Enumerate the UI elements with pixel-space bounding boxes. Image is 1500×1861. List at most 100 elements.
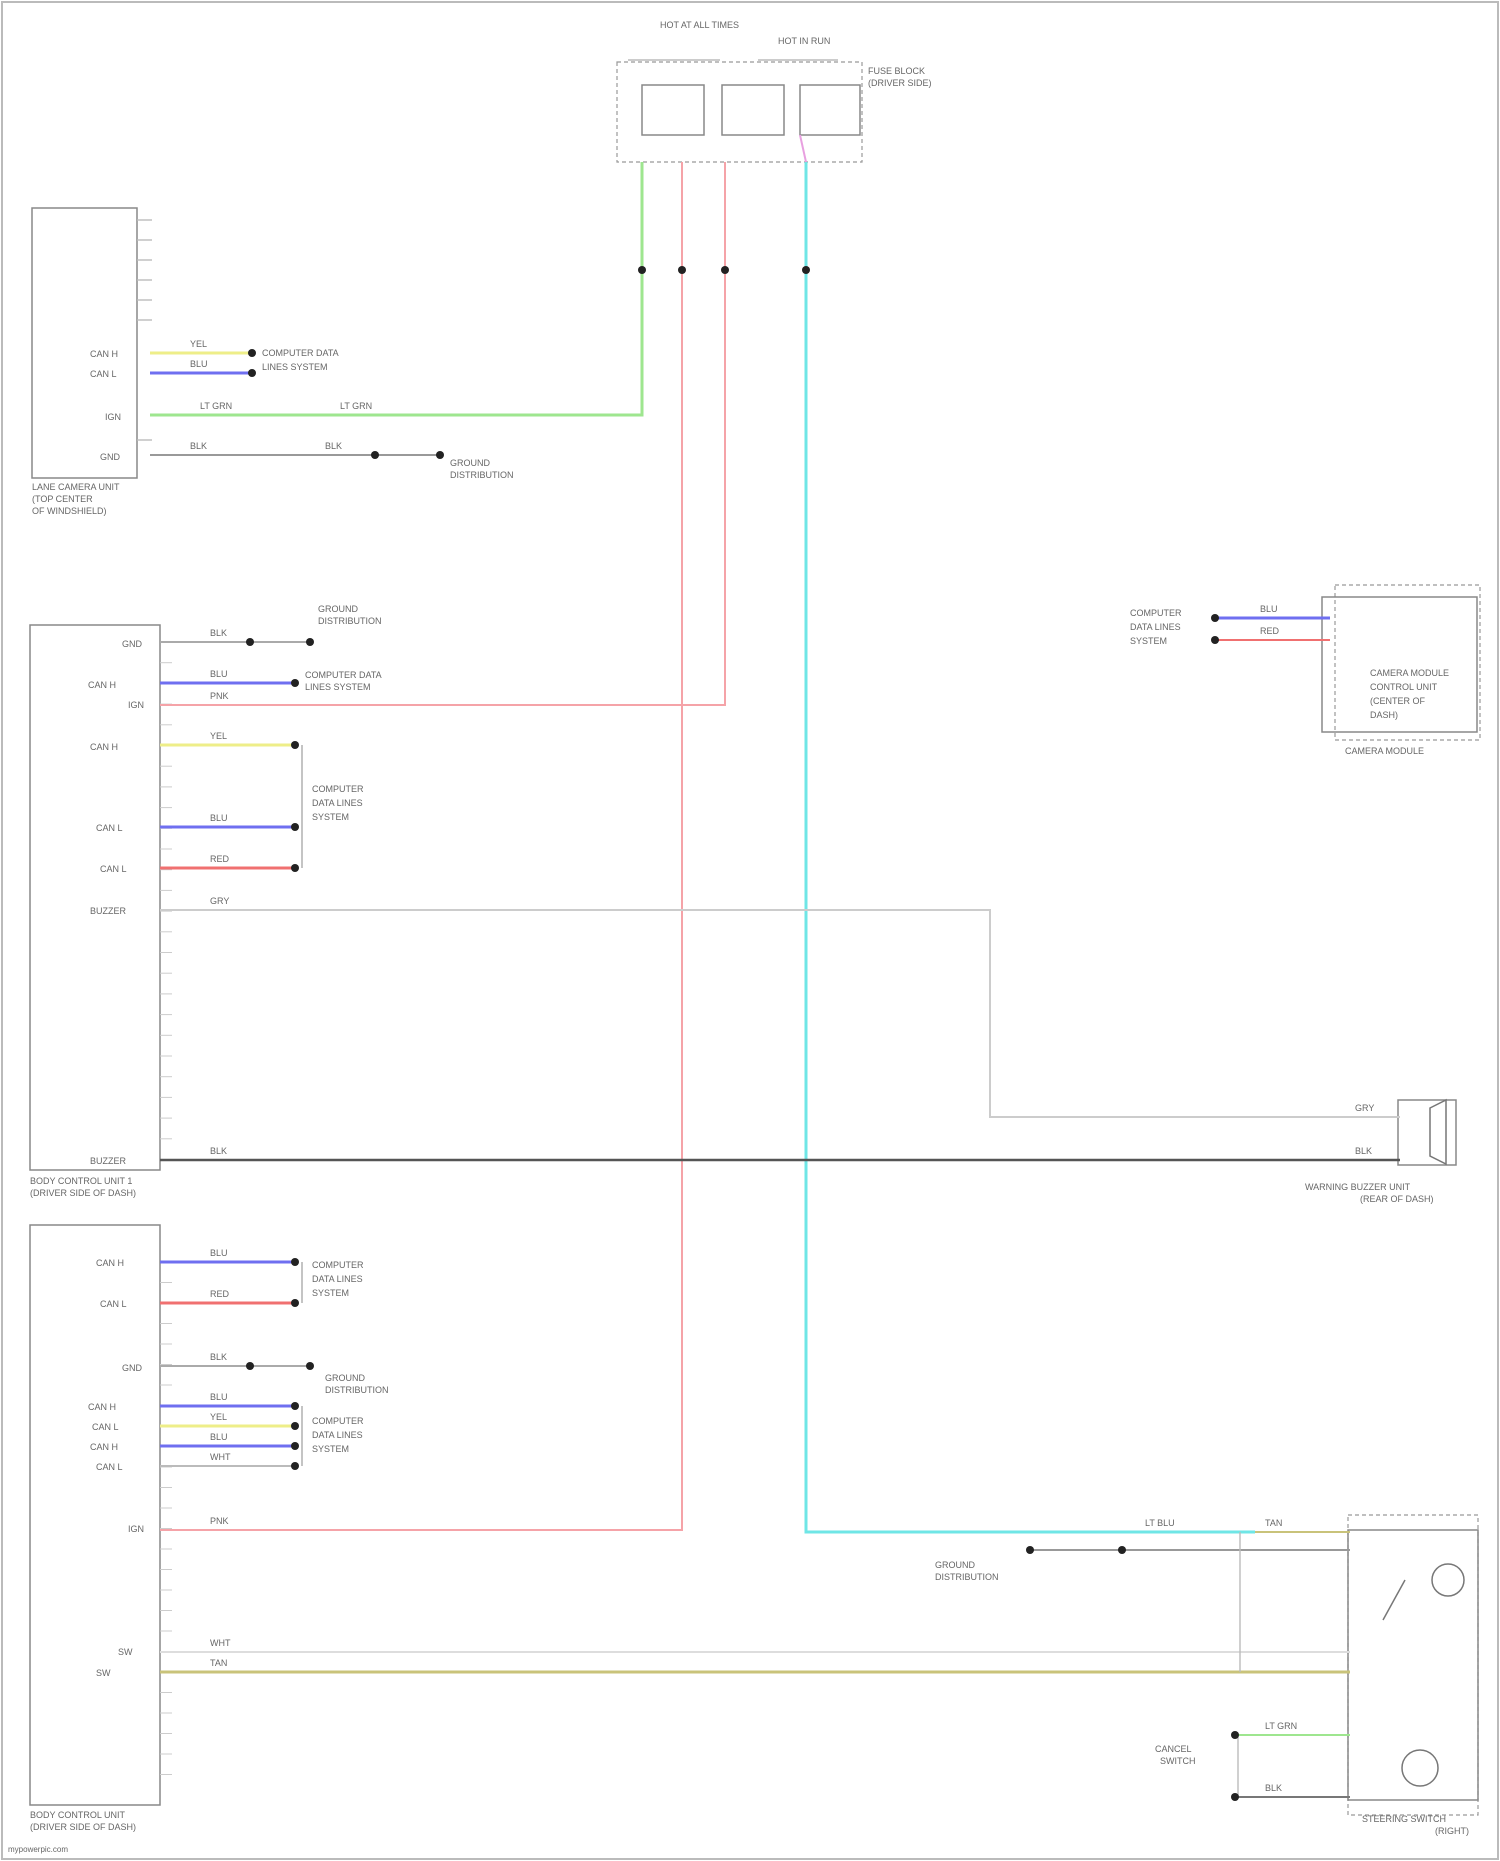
bcu2-pin-can-h3: CAN H xyxy=(90,1442,118,1452)
lane-camera-loc1: (TOP CENTER xyxy=(32,494,93,504)
fuse-block-title: HOT AT ALL TIMES xyxy=(660,20,739,30)
system-references: COMPUTER DATA LINES SYSTEM GROUND DISTRI… xyxy=(262,348,1196,1766)
wires xyxy=(150,135,1400,1797)
ref-can-4b: DATA LINES xyxy=(312,1274,363,1284)
sensor-icon xyxy=(1402,1750,1438,1786)
label-bcu2-blu3: BLU xyxy=(210,1432,228,1442)
ref-gnd-3b: DISTRIBUTION xyxy=(325,1385,389,1395)
switch-contact xyxy=(1383,1580,1405,1620)
buzzer-location: (REAR OF DASH) xyxy=(1360,1194,1434,1204)
label-ltgrn-2: LT GRN xyxy=(340,401,372,411)
label-ltgrn-steer: LT GRN xyxy=(1265,1721,1297,1731)
ref-can-6b: DATA LINES xyxy=(1130,622,1181,632)
fuse-block-location: (DRIVER SIDE) xyxy=(868,78,932,88)
ref-gnd-2a: GROUND xyxy=(318,604,358,614)
wire-cyan-steering xyxy=(806,162,1255,1532)
bcu2-location: (DRIVER SIDE OF DASH) xyxy=(30,1822,136,1832)
ref-gnd-1a: GROUND xyxy=(450,458,490,468)
wire-green-ign xyxy=(150,162,642,415)
bcu2-pin-ign: IGN xyxy=(128,1524,144,1534)
label-bcu1-blu: BLU xyxy=(210,669,228,679)
ref-cancel-b: SWITCH xyxy=(1160,1756,1196,1766)
label-bcu2-wht2: WHT xyxy=(210,1638,231,1648)
label-bcu2-blu2: BLU xyxy=(210,1392,228,1402)
camera-module-footer: CAMERA MODULE xyxy=(1345,746,1424,756)
lane-camera-unit: CAN H CAN L IGN GND LANE CAMERA UNIT (TO… xyxy=(32,208,152,516)
label-module-blu: BLU xyxy=(1260,604,1278,614)
wire-pink-bcu2 xyxy=(160,162,682,1530)
bcu1-pin-gnd: GND xyxy=(122,639,143,649)
switch-motor-icon xyxy=(1432,1564,1464,1596)
lane-camera-loc2: OF WINDSHIELD) xyxy=(32,506,107,516)
pin-ign: IGN xyxy=(105,412,121,422)
warning-buzzer: WARNING BUZZER UNIT (REAR OF DASH) xyxy=(1305,1100,1456,1204)
wire-color-labels: YEL BLU LT GRN LT GRN BLK BLK BLK BLU PN… xyxy=(190,339,1374,1793)
ref-can-4c: SYSTEM xyxy=(312,1288,349,1298)
bcu1-pin-buzzer: BUZZER xyxy=(90,906,127,916)
bcu2-title: BODY CONTROL UNIT xyxy=(30,1810,126,1820)
bcu2-pin-can-h2: CAN H xyxy=(88,1402,116,1412)
label-bcu2-wht: WHT xyxy=(210,1452,231,1462)
buzzer-title: WARNING BUZZER UNIT xyxy=(1305,1182,1411,1192)
camera-module-label4: DASH) xyxy=(1370,710,1398,720)
ref-cancel-a: CANCEL xyxy=(1155,1744,1192,1754)
label-yel: YEL xyxy=(190,339,207,349)
label-bcu2-blu: BLU xyxy=(210,1248,228,1258)
wire-buzzer-gray xyxy=(160,910,1400,1117)
ref-can-5a: COMPUTER xyxy=(312,1416,364,1426)
ref-gnd-2b: DISTRIBUTION xyxy=(318,616,382,626)
ref-can-5c: SYSTEM xyxy=(312,1444,349,1454)
label-bcu1-blk: BLK xyxy=(210,628,227,638)
label-ltblu: LT BLU xyxy=(1145,1518,1175,1528)
ref-gnd-1b: DISTRIBUTION xyxy=(450,470,514,480)
ref-can-5b: DATA LINES xyxy=(312,1430,363,1440)
bcu2-pin-can-l: CAN L xyxy=(100,1299,127,1309)
label-bcu2-red: RED xyxy=(210,1289,230,1299)
camera-module-label3: (CENTER OF xyxy=(1370,696,1426,706)
label-buzzer-blk: BLK xyxy=(1355,1146,1372,1156)
ref-can-6a: COMPUTER xyxy=(1130,608,1182,618)
ref-can-1a: COMPUTER DATA xyxy=(262,348,339,358)
wire-pink-bcu1 xyxy=(160,162,725,705)
label-ltgrn-1: LT GRN xyxy=(200,401,232,411)
bcu1-pin-can-h2: CAN H xyxy=(90,742,118,752)
camera-module-label2: CONTROL UNIT xyxy=(1370,682,1438,692)
label-blu: BLU xyxy=(190,359,208,369)
body-control-unit-1: GND CAN H IGN CAN H CAN L CAN L BUZZER B… xyxy=(30,625,160,1198)
bcu2-pin-sw2: SW xyxy=(96,1668,111,1678)
bcu2-pin-gnd: GND xyxy=(122,1363,143,1373)
bcu2-pin-can-l3: CAN L xyxy=(96,1462,123,1472)
speaker-icon xyxy=(1430,1100,1446,1164)
wire-fuse-to-cyan xyxy=(800,135,806,162)
bcu2-pin-sw: SW xyxy=(118,1647,133,1657)
label-bcu1-pnk: PNK xyxy=(210,691,229,701)
pin-gnd: GND xyxy=(100,452,121,462)
label-blk-2: BLK xyxy=(325,441,342,451)
label-bcu2-blk: BLK xyxy=(210,1352,227,1362)
camera-module-label1: CAMERA MODULE xyxy=(1370,668,1449,678)
body-control-unit-2: CAN H CAN L GND CAN H CAN L CAN H CAN L … xyxy=(30,1225,160,1832)
bcu1-pin-buzzer2: BUZZER xyxy=(90,1156,127,1166)
connector-dots xyxy=(246,266,1239,1801)
ref-can-2b: LINES SYSTEM xyxy=(305,682,371,692)
bcu1-pin-can-l2: CAN L xyxy=(100,864,127,874)
connector-pin-ticks xyxy=(160,642,172,1775)
ref-gnd-3a: GROUND xyxy=(325,1373,365,1383)
label-bcu1-blu2: BLU xyxy=(210,813,228,823)
ref-can-6c: SYSTEM xyxy=(1130,636,1167,646)
pin-can-l: CAN L xyxy=(90,369,117,379)
lane-camera-title: LANE CAMERA UNIT xyxy=(32,482,120,492)
bcu1-location: (DRIVER SIDE OF DASH) xyxy=(30,1188,136,1198)
ref-can-3a: COMPUTER xyxy=(312,784,364,794)
ref-can-4a: COMPUTER xyxy=(312,1260,364,1270)
ref-can-3c: SYSTEM xyxy=(312,812,349,822)
label-bcu1-red: RED xyxy=(210,854,230,864)
fuse-block-label: FUSE BLOCK xyxy=(868,66,925,76)
bcu1-pin-can-l: CAN L xyxy=(96,823,123,833)
camera-module: CAMERA MODULE CONTROL UNIT (CENTER OF DA… xyxy=(1322,585,1480,756)
steering-switch-loc: (RIGHT) xyxy=(1435,1826,1469,1836)
label-bcu1-gry: GRY xyxy=(210,896,229,906)
label-bcu1-yel: YEL xyxy=(210,731,227,741)
